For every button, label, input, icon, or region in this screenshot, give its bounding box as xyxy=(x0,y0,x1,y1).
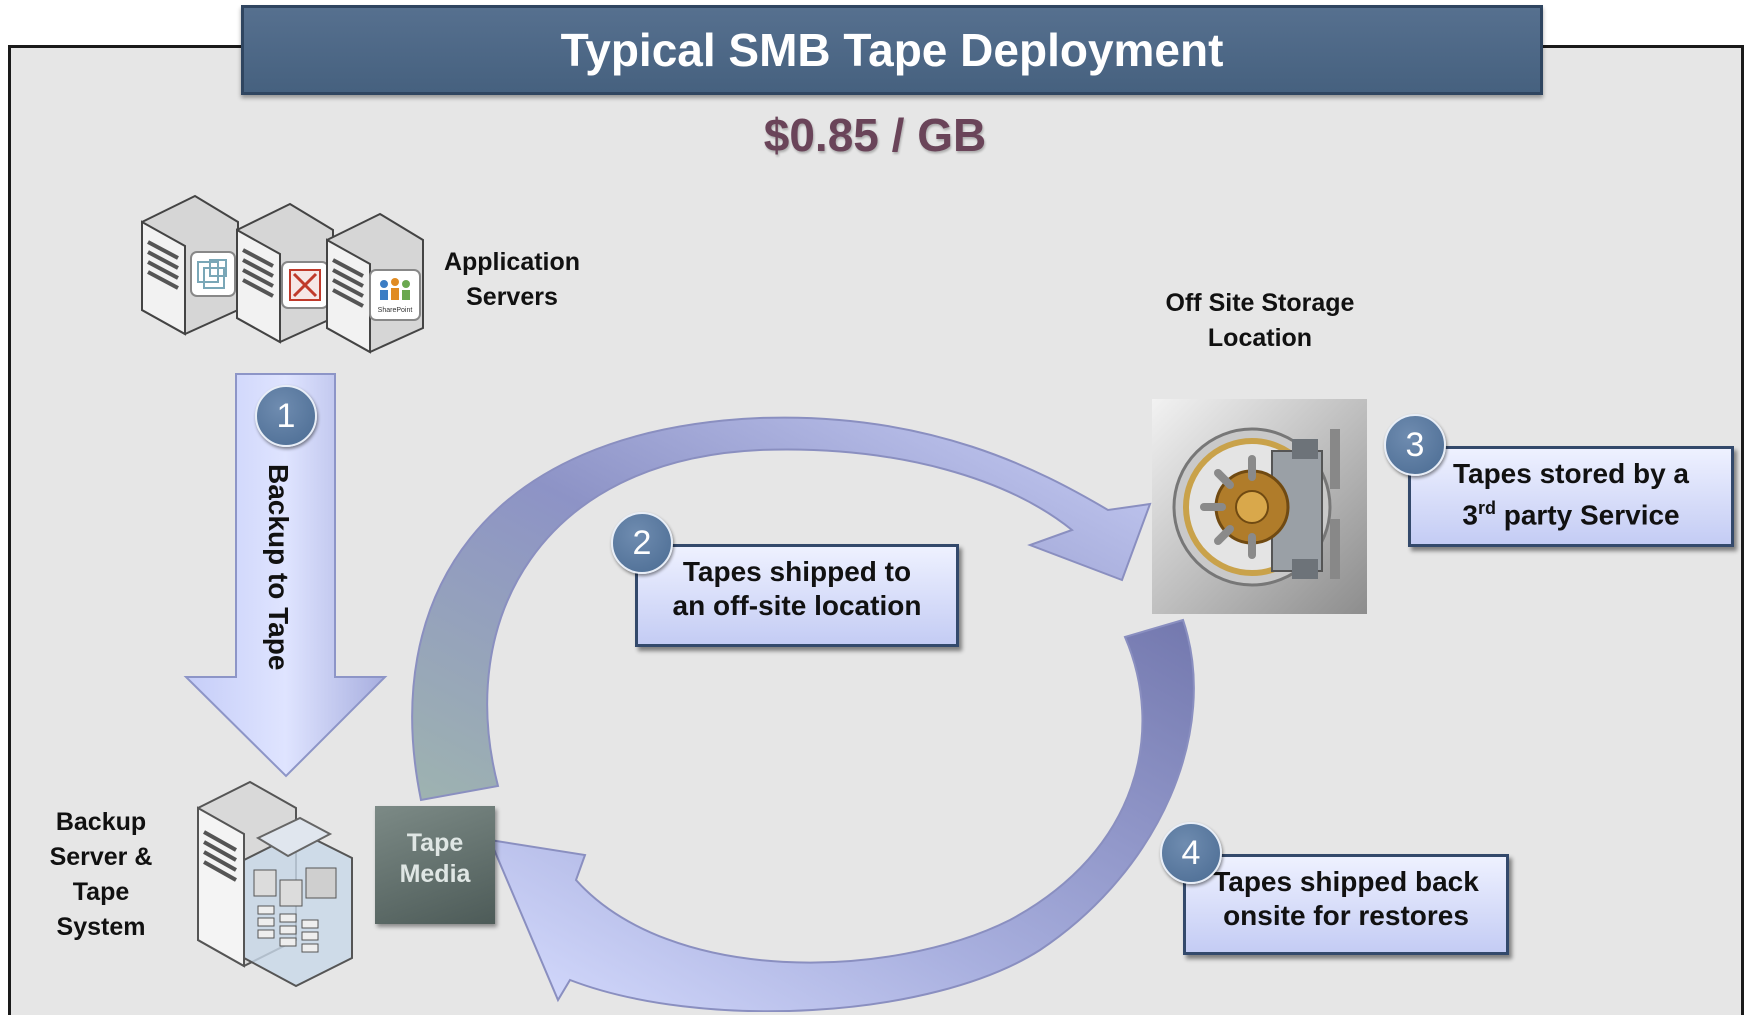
step3-line2: 3rd party Service xyxy=(1411,491,1731,532)
backup-server-line1: Backup xyxy=(55,808,147,836)
backup-to-tape-label: Backup to Tape xyxy=(263,464,294,671)
server-icon: SharePoint xyxy=(326,212,424,354)
tape-media-line1: Tape xyxy=(406,829,464,857)
step4-line1: Tapes shipped back xyxy=(1213,866,1479,897)
step3-callout: Tapes stored by a 3rd party Service xyxy=(1408,446,1734,547)
sharepoint-logo-text: SharePoint xyxy=(378,307,413,314)
step3-line1: Tapes stored by a xyxy=(1452,458,1689,489)
step3-badge: 3 xyxy=(1384,414,1446,476)
app-servers-line2: Servers xyxy=(466,283,558,311)
step4-badge: 4 xyxy=(1160,822,1222,884)
cost-per-gb: $0.85 / GB xyxy=(763,109,987,161)
application-servers-label: Application Servers xyxy=(436,245,588,315)
ship-offsite-arrow xyxy=(411,416,1152,802)
server-icon xyxy=(141,194,239,336)
step1-badge: 1 xyxy=(255,385,317,447)
step4-line2: onsite for restores xyxy=(1223,900,1469,931)
step4-callout: Tapes shipped back onsite for restores xyxy=(1183,854,1509,955)
page-title: Typical SMB Tape Deployment xyxy=(241,5,1543,95)
exchange-icon xyxy=(289,269,321,301)
backup-down-arrow xyxy=(183,373,388,778)
step2-line2: an off-site location xyxy=(672,590,922,621)
tape-media: Tape Media xyxy=(375,806,495,924)
offsite-storage-label: Off Site Storage Location xyxy=(1150,286,1370,356)
step2-callout: Tapes shipped to an off-site location xyxy=(635,544,959,647)
backup-server-line4: System xyxy=(56,913,146,941)
step3-line2-sup: rd xyxy=(1477,498,1496,518)
step2-badge: 2 xyxy=(611,512,673,574)
vault-icon xyxy=(1152,399,1367,614)
backup-server-label: Backup Server & Tape System xyxy=(36,805,166,945)
backup-server-line3: Tape xyxy=(72,878,130,906)
step3-line2-post: party Service xyxy=(1495,499,1680,531)
step3-line2-pre: 3 xyxy=(1462,499,1478,531)
backup-server-line2: Server & xyxy=(49,843,153,871)
step2-line1: Tapes shipped to xyxy=(682,556,912,587)
ship-back-arrow xyxy=(488,618,1195,1012)
vmware-icon xyxy=(197,259,227,289)
tape-library-icon xyxy=(243,816,353,988)
title-text: Typical SMB Tape Deployment xyxy=(560,24,1224,76)
sharepoint-icon: SharePoint xyxy=(378,278,413,314)
offsite-line1: Off Site Storage xyxy=(1165,289,1355,317)
server-icon xyxy=(236,202,334,344)
app-servers-line1: Application xyxy=(443,248,581,276)
tape-media-line2: Media xyxy=(399,860,471,888)
offsite-line2: Location xyxy=(1207,324,1313,352)
